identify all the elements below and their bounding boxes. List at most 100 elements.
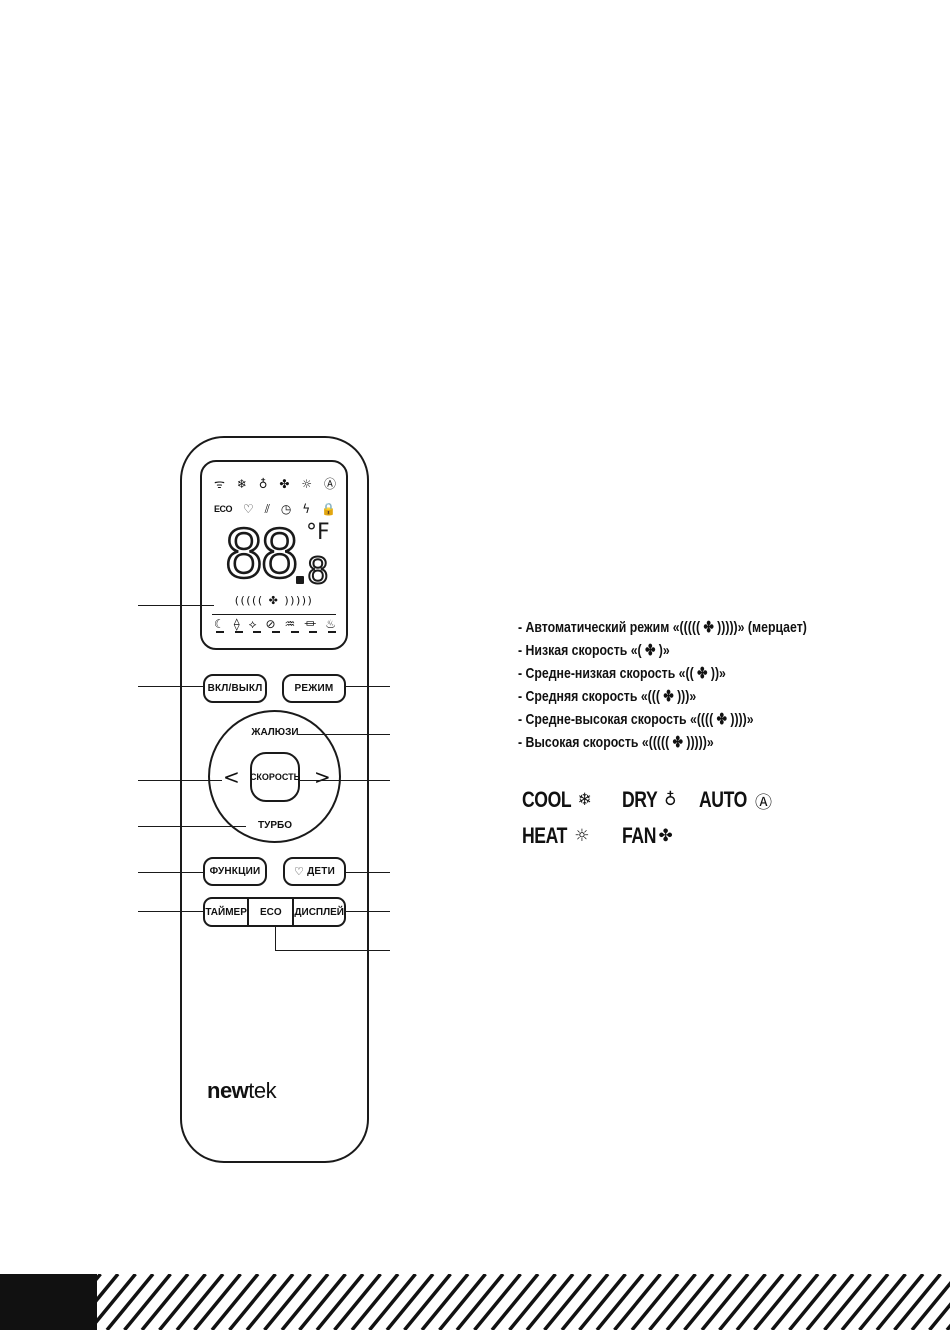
stripe-line: [753, 1274, 802, 1330]
snowflake-icon: ❄: [577, 790, 592, 810]
stripe-line: [893, 1274, 942, 1330]
leader-line-power: [138, 686, 203, 687]
leader-line-turbo: [138, 826, 246, 827]
stripe-line: [858, 1274, 907, 1330]
lcd-decimal-digit: 8: [306, 551, 330, 592]
stripe-line: [298, 1274, 347, 1330]
list-item: - Средне-низкая скорость «(( ✤ ))»: [518, 665, 726, 682]
lcd-mode-icons: ᯤ ❄ ♁ ✤ ☼ Ⓐ: [214, 478, 336, 490]
stripe-line: [525, 1274, 575, 1330]
lcd-function-icons: ☾ ⟠ ⟡ ⊘ ♒ ⏛ ♨: [214, 618, 336, 630]
left-arrow-button[interactable]: <: [223, 765, 240, 789]
right-arrow-button[interactable]: >: [314, 765, 331, 789]
leader-line-eco: [275, 950, 390, 951]
leader-line-left-arrow: [138, 780, 222, 781]
kids-label: ДЕТИ: [307, 866, 335, 877]
list-item: - Средняя скорость «((( ✤ )))»: [518, 688, 697, 705]
stripe-line: [403, 1274, 452, 1330]
swing-icon: ⫽: [264, 502, 270, 516]
leader-line-lcd: [138, 605, 214, 606]
stripe-line: [97, 1274, 137, 1324]
stripe-line: [543, 1274, 592, 1330]
stripe-line: [770, 1274, 820, 1330]
clean-icon: ⟠: [233, 617, 240, 631]
mode-button[interactable]: РЕЖИМ: [282, 674, 346, 703]
mode-heat: HEAT ☼: [522, 823, 590, 848]
stripe-line: [210, 1274, 260, 1330]
lcd-eco-label: ECO: [214, 504, 233, 514]
display-button[interactable]: ДИСПЛЕЙ: [294, 906, 344, 918]
lcd-screen: [200, 460, 348, 650]
turbo-label[interactable]: ТУРБО: [258, 820, 292, 831]
heater-icon: ♨: [325, 617, 336, 631]
stripe-line: [490, 1274, 540, 1330]
lcd-divider: [212, 614, 336, 615]
stripe-line: [368, 1274, 417, 1330]
stripe-line: [613, 1274, 662, 1330]
bottom-button-bar: ТАЙМЕР ECO ДИСПЛЕЙ: [203, 897, 346, 927]
lcd-dashes: [216, 631, 336, 633]
list-item: - Низкая скорость «( ✤ )»: [518, 642, 670, 659]
stripe-line: [123, 1274, 172, 1330]
stripe-line: [455, 1274, 505, 1330]
leader-line-functions: [138, 872, 203, 873]
stripe-line: [97, 1274, 120, 1303]
stripe-line: [560, 1274, 610, 1330]
stripe-line: [823, 1274, 872, 1330]
kids-button[interactable]: ♡ ДЕТИ: [283, 857, 346, 886]
turbo-bolt-icon: ϟ: [302, 502, 311, 516]
timer-button[interactable]: ТАЙМЕР: [205, 899, 250, 925]
stripe-line: [385, 1274, 435, 1330]
stripe-line: [910, 1280, 950, 1330]
leader-line-eco-vertical: [275, 927, 276, 951]
stripe-line: [508, 1274, 557, 1330]
diagonal-stripe-band: [97, 1274, 950, 1330]
speed-button[interactable]: СКОРОСТЬ: [250, 752, 300, 802]
heart-icon: ♡: [294, 865, 305, 878]
snowflake-icon: ❄: [236, 477, 247, 491]
stripe-line: [875, 1274, 925, 1330]
dry-drop-icon: ♁: [664, 790, 677, 810]
mode-auto: AUTO Ⓐ: [699, 787, 772, 813]
fan-icon: ✤: [658, 826, 673, 846]
stripe-line: [648, 1274, 697, 1330]
stripe-line: [193, 1274, 242, 1330]
stripe-line: [578, 1274, 627, 1330]
filter-icon: ⏛: [304, 617, 317, 631]
sun-icon: ☼: [574, 826, 590, 846]
swing-label[interactable]: ЖАЛЮЗИ: [251, 727, 299, 738]
stripe-line: [263, 1274, 312, 1330]
stripe-line: [333, 1274, 382, 1330]
stripe-line: [420, 1274, 470, 1330]
page-corner-block: [0, 1274, 97, 1330]
stripe-line: [228, 1274, 277, 1330]
stripe-line: [140, 1274, 190, 1330]
lcd-decimal-point: [296, 576, 304, 584]
fan-icon: ✤: [279, 477, 290, 491]
stripe-line: [928, 1302, 950, 1330]
stripe-line: [280, 1274, 330, 1330]
power-button[interactable]: ВКЛ/ВЫКЛ: [203, 674, 267, 703]
stripe-line: [788, 1274, 837, 1330]
leader-line-swing: [298, 734, 390, 735]
eco-button[interactable]: ECO: [249, 899, 295, 925]
leader-line-timer: [138, 911, 203, 912]
list-item: - Средне-высокая скорость «(((( ✤ ))))»: [518, 711, 754, 728]
stripe-line: [840, 1274, 890, 1330]
stripe-line: [245, 1274, 295, 1330]
mode-fan: FAN ✤: [622, 823, 673, 848]
stripe-line: [175, 1274, 225, 1330]
auto-a-icon: Ⓐ: [323, 477, 336, 491]
leader-line-kids: [346, 872, 390, 873]
lcd-unit: °F: [306, 520, 330, 545]
wifi-icon: ᯤ: [214, 477, 225, 491]
stripe-line: [473, 1274, 522, 1330]
functions-button[interactable]: ФУНКЦИИ: [203, 857, 267, 886]
stripe-line: [595, 1274, 645, 1330]
leader-line-right-arrow: [300, 780, 390, 781]
lcd-fan-speed-bar: ((((( ✤ ))))): [234, 594, 314, 607]
stripe-line: [158, 1274, 207, 1330]
lcd-temperature-digits: 88: [223, 516, 301, 593]
list-item: - Автоматический режим «((((( ✤ )))))» (…: [518, 619, 807, 636]
stripe-line: [735, 1274, 785, 1330]
